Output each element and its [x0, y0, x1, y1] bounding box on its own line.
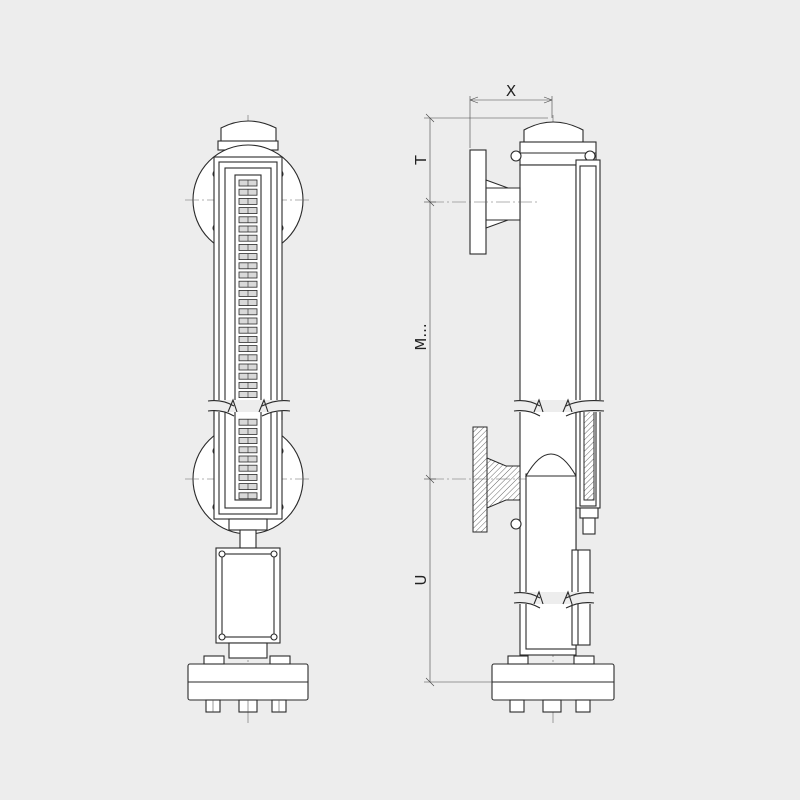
front-top-cap	[220, 120, 277, 142]
side-view	[430, 115, 615, 725]
dim-label-x: X	[506, 82, 516, 100]
side-indicator-rail	[575, 159, 601, 535]
side-top-cap	[523, 121, 584, 143]
dimension-labels: X T M... U	[412, 82, 516, 585]
dim-label-u: U	[412, 575, 430, 586]
indicator-flaps	[238, 179, 258, 500]
dim-label-m: M...	[412, 323, 430, 350]
front-view	[185, 115, 312, 725]
dim-label-t: T	[412, 155, 430, 166]
side-upper-connection	[430, 149, 540, 255]
front-switch-housing	[215, 547, 281, 644]
dimension-lines	[424, 96, 553, 687]
side-lower-connection	[430, 426, 577, 650]
